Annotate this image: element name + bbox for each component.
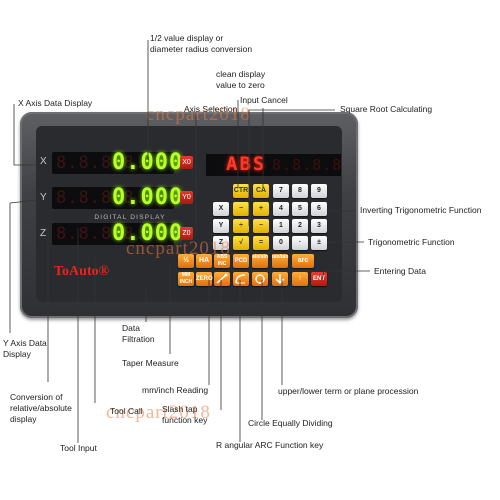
label-slash-tap: Slash tap function key [162,404,208,425]
label-half-value: 1/2 value display or diameter radius con… [150,33,253,54]
sin-key[interactable]: sin/sin [252,254,268,268]
watermark-middle: cncpart2018 [126,238,231,259]
z-axis-letter: Z [40,228,47,239]
label-square-root: Square Root Calculating [340,104,433,114]
ha-key[interactable]: HA [196,254,212,268]
key-2[interactable]: 2 [292,219,308,233]
watermark-top: cncpart2018 [146,104,251,125]
divide-key[interactable]: ÷ [233,219,249,233]
y-axis-letter: Y [40,192,47,203]
key-0[interactable]: 0 [273,236,289,250]
plus-minus-key[interactable]: ± [311,236,327,250]
axis-y-select-key[interactable]: Y [213,219,229,233]
axis-x-select-key[interactable]: X [213,202,229,216]
label-clean-display: clean display value to zero [216,69,266,90]
key-5[interactable]: 5 [292,202,308,216]
label-taper-measure: Taper Measure [122,358,179,368]
y-zero-key[interactable]: Y0 [180,191,193,204]
z-axis-display [52,223,174,245]
sqrt-key[interactable]: √ [233,236,249,250]
message-text: ABS [226,153,267,175]
minus-key[interactable]: − [233,202,249,216]
label-x-axis: X Axis Data Display [18,98,93,108]
label-mm-inch: mm/inch Reading [142,385,209,395]
x-ghost-digits: 8.8.8.8. [56,153,146,173]
x-axis-display [52,152,174,174]
label-entering-data: Entering Data [374,266,426,276]
watermark-bottom: cncpart2018 [106,402,211,423]
key-3[interactable]: 3 [311,219,327,233]
ca-key[interactable]: CA [253,184,269,198]
abs-inc-key[interactable]: ABS INC [214,254,230,268]
label-input-cancel: Input Cancel [240,95,288,105]
label-circle-dividing: Circle Equally Dividing [248,418,333,428]
label-trig: Trigonometric Function [368,237,455,247]
half-key[interactable]: ½ [178,254,194,268]
key-1[interactable]: 1 [273,219,289,233]
equals-key[interactable]: = [253,236,269,250]
label-y-axis: Y Axis Data Display [3,338,47,359]
z-axis-value: 0.000 [112,221,184,246]
key-9[interactable]: 9 [311,184,327,198]
pcd-key[interactable]: PCD [233,254,249,268]
ctr-key[interactable]: CTR [233,184,249,198]
tan-key[interactable]: tan/tan [272,254,288,268]
circle-divide-key[interactable] [252,272,268,286]
y-axis-display [52,187,174,209]
label-inverting-trig: Inverting Trigonometric Function [360,205,482,215]
label-data-filtration: Data Filtration [122,323,155,344]
zero-key[interactable]: ZERO [196,272,213,286]
z-zero-key[interactable]: Z0 [180,227,193,240]
down-arrow-key[interactable] [272,272,288,286]
label-upper-lower: upper/lower term or plane procession [278,386,419,396]
label-conversion: Conversion of relative/absolute display [10,392,72,424]
x-axis-letter: X [40,156,47,167]
subtract-key[interactable]: − [253,219,269,233]
key-8[interactable]: 8 [292,184,308,198]
x-zero-key[interactable]: X0 [180,156,193,169]
message-ghost-digits: 8.8.8.8 [272,156,343,174]
up-arrow-key[interactable]: ↑ [292,272,308,286]
axis-z-select-key[interactable]: Z [213,236,229,250]
r-arc-key[interactable] [233,272,249,286]
mm-inch-key[interactable]: MM INCH [178,272,194,286]
label-r-angular: R angular ARC Function key [216,440,324,450]
arc-key[interactable]: arc [292,254,314,268]
label-tool-call: Tool Call [110,406,143,416]
message-display [206,154,341,176]
x-axis-value: 0.000 [112,150,184,175]
key-7[interactable]: 7 [273,184,289,198]
key-4[interactable]: 4 [273,202,289,216]
key-6[interactable]: 6 [311,202,327,216]
label-tool-input: Tool Input [60,443,97,453]
label-axis-selection: Axis Selection [184,104,238,114]
y-axis-value: 0.000 [112,185,184,210]
plus-key[interactable]: + [253,202,269,216]
digital-display-label: DIGITAL DISPLAY [94,214,166,221]
slash-tap-key[interactable] [214,272,230,286]
y-ghost-digits: 8.8.8.8. [56,188,146,208]
decimal-key[interactable]: · [292,236,308,250]
